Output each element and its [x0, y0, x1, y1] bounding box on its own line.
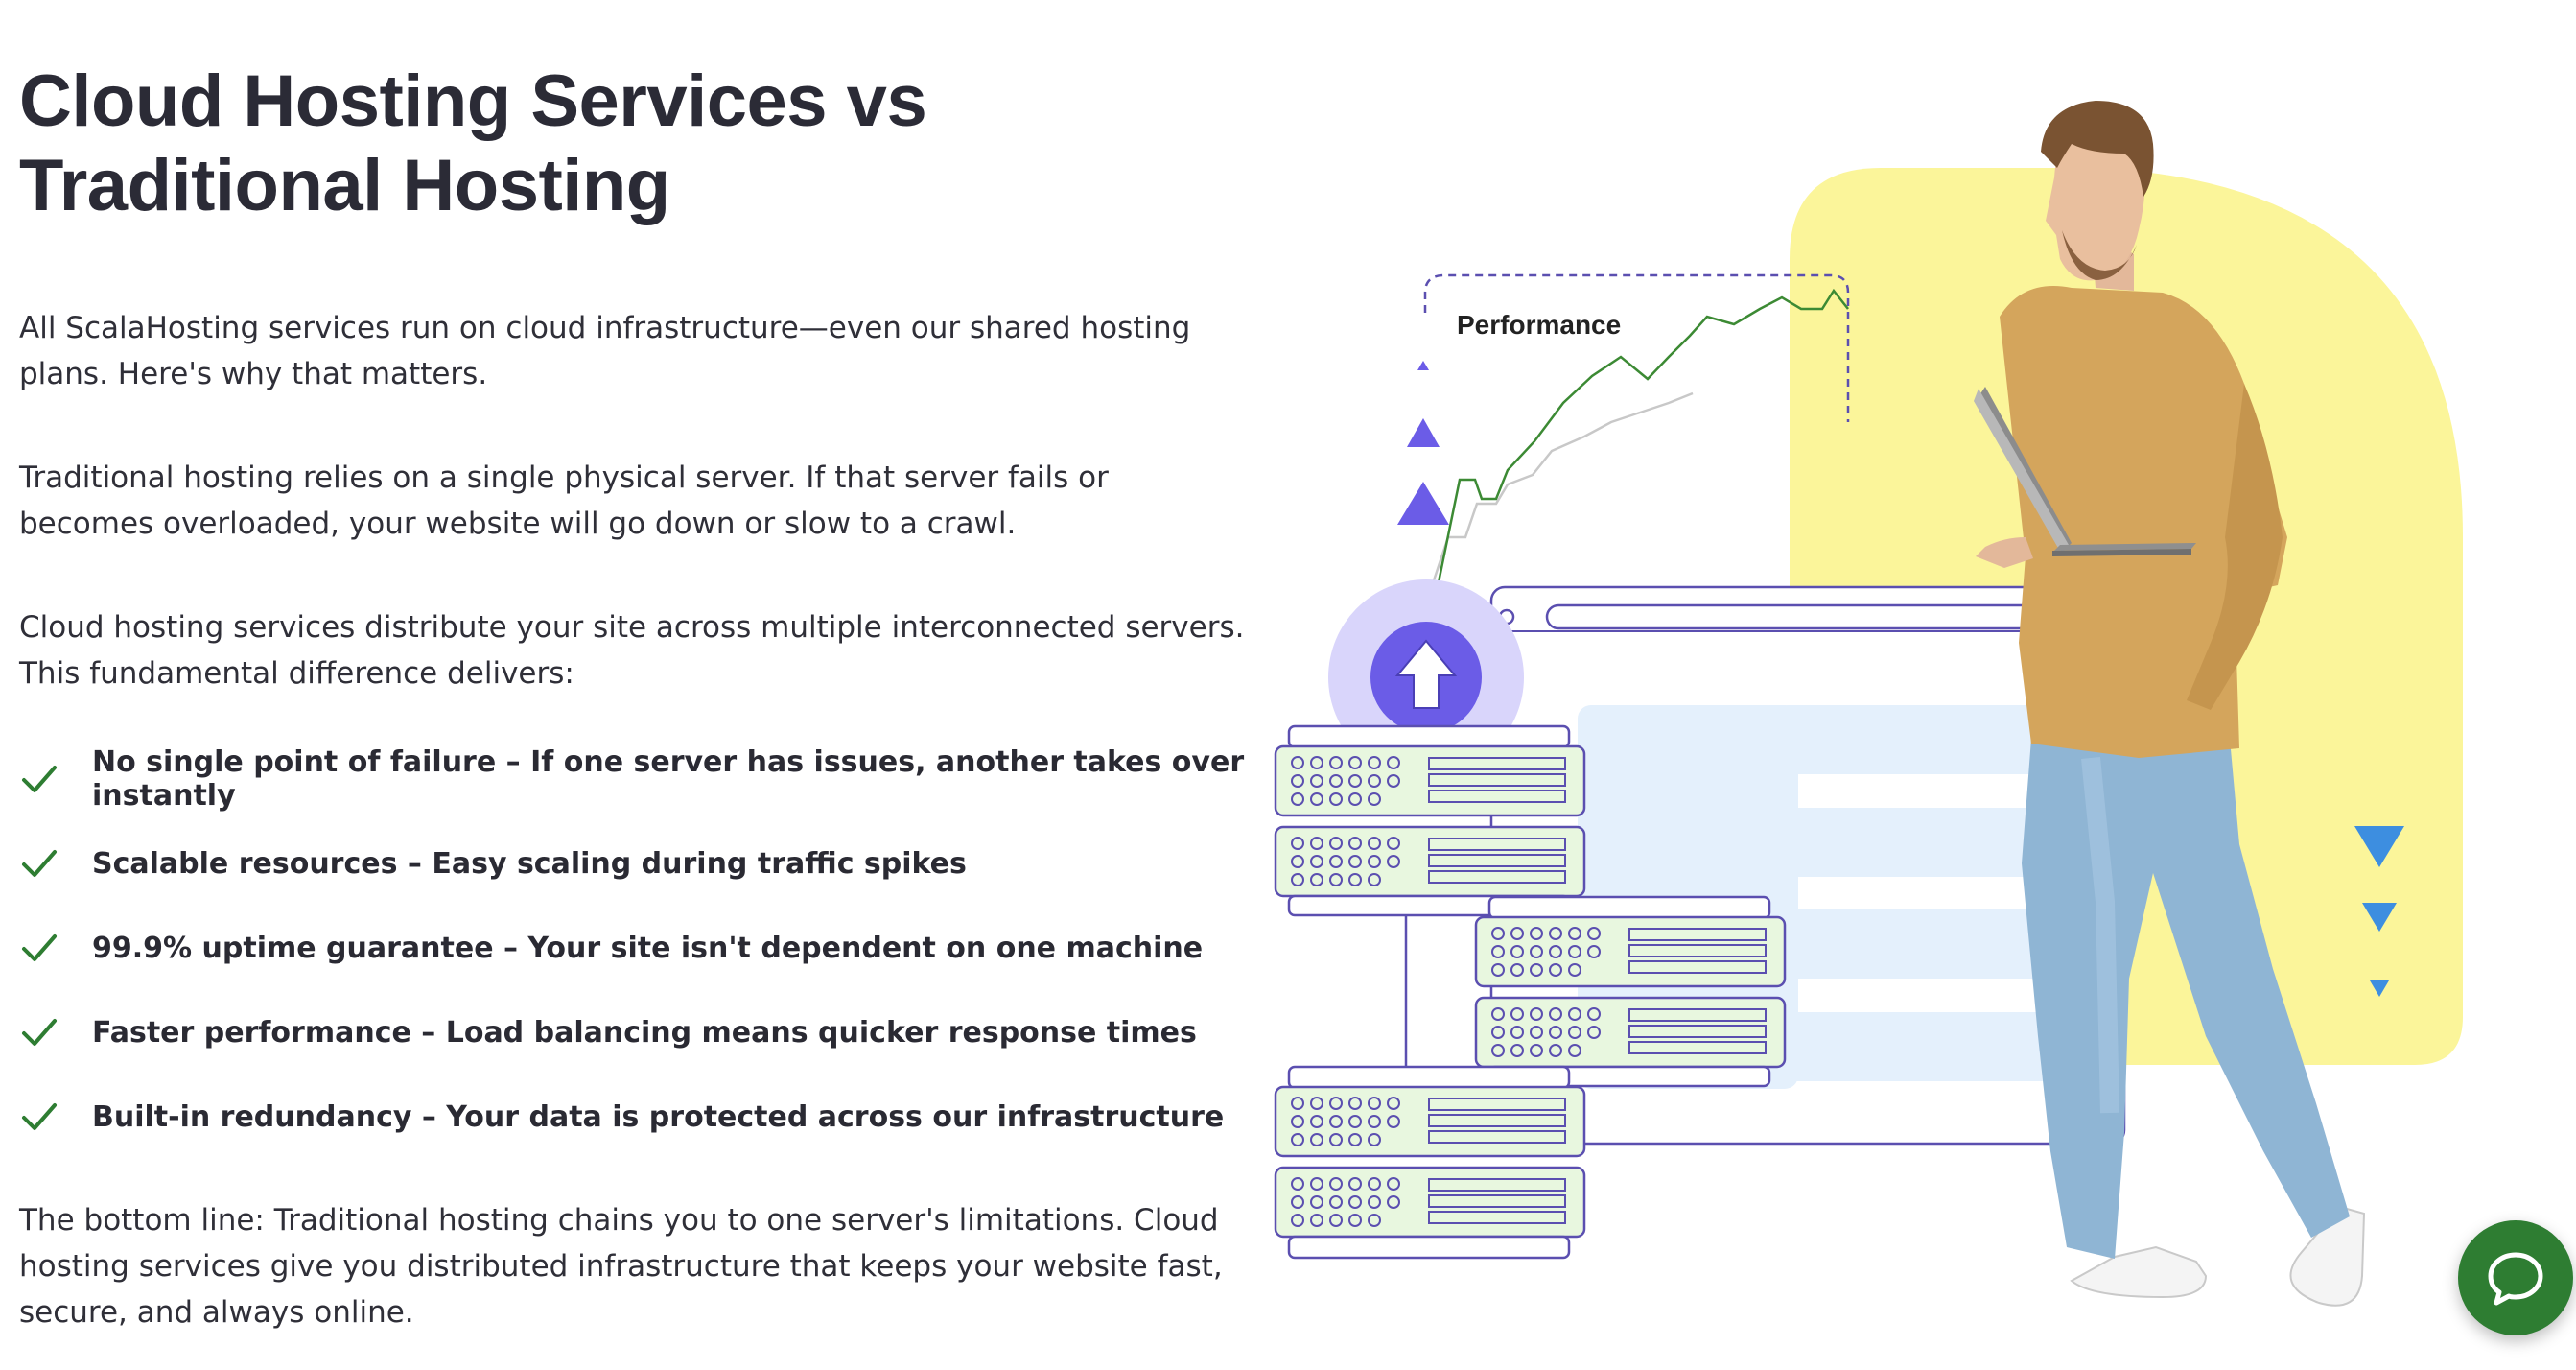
- benefit-text: Faster performance – Load balancing mean…: [92, 1015, 1197, 1050]
- benefit-text: Scalable resources – Easy scaling during…: [92, 846, 967, 881]
- benefit-text: Built-in redundancy – Your data is prote…: [92, 1099, 1225, 1134]
- benefit-item: Faster performance – Load balancing mean…: [19, 1004, 1247, 1061]
- traditional-paragraph: Traditional hosting relies on a single p…: [19, 461, 1109, 541]
- chat-bubble-icon: [2488, 1252, 2543, 1306]
- cloud-paragraph: Cloud hosting services distribute your s…: [19, 610, 1245, 691]
- content-column: Cloud Hosting Services vs Traditional Ho…: [0, 0, 1247, 1370]
- intro-paragraph: All ScalaHosting services run on cloud i…: [19, 311, 1191, 391]
- check-icon: [22, 1103, 57, 1130]
- person-with-laptop: [1974, 101, 2366, 1307]
- page-title: Cloud Hosting Services vs Traditional Ho…: [19, 60, 927, 226]
- check-icon: [22, 850, 57, 877]
- conclusion-paragraph: The bottom line: Traditional hosting cha…: [19, 1203, 1223, 1330]
- chat-button[interactable]: [2458, 1220, 2573, 1335]
- benefit-text: No single point of failure – If one serv…: [92, 745, 1245, 813]
- performance-label: Performance: [1457, 310, 1621, 340]
- check-icon: [22, 934, 57, 961]
- check-icon: [22, 766, 57, 792]
- benefit-item: 99.9% uptime guarantee – Your site isn't…: [19, 919, 1247, 977]
- check-icon: [22, 1019, 57, 1046]
- blue-triangles: [2354, 826, 2404, 997]
- performance-chart: Performance: [1397, 273, 1850, 583]
- benefit-item: Built-in redundancy – Your data is prote…: [19, 1088, 1247, 1146]
- hero-illustration: Performance: [1274, 101, 2463, 1307]
- benefit-text: 99.9% uptime guarantee – Your site isn't…: [92, 931, 1204, 965]
- benefit-item: Scalable resources – Easy scaling during…: [19, 835, 1247, 892]
- server-rack-icon: [1274, 724, 1787, 1260]
- benefit-item: No single point of failure – If one serv…: [19, 745, 1247, 813]
